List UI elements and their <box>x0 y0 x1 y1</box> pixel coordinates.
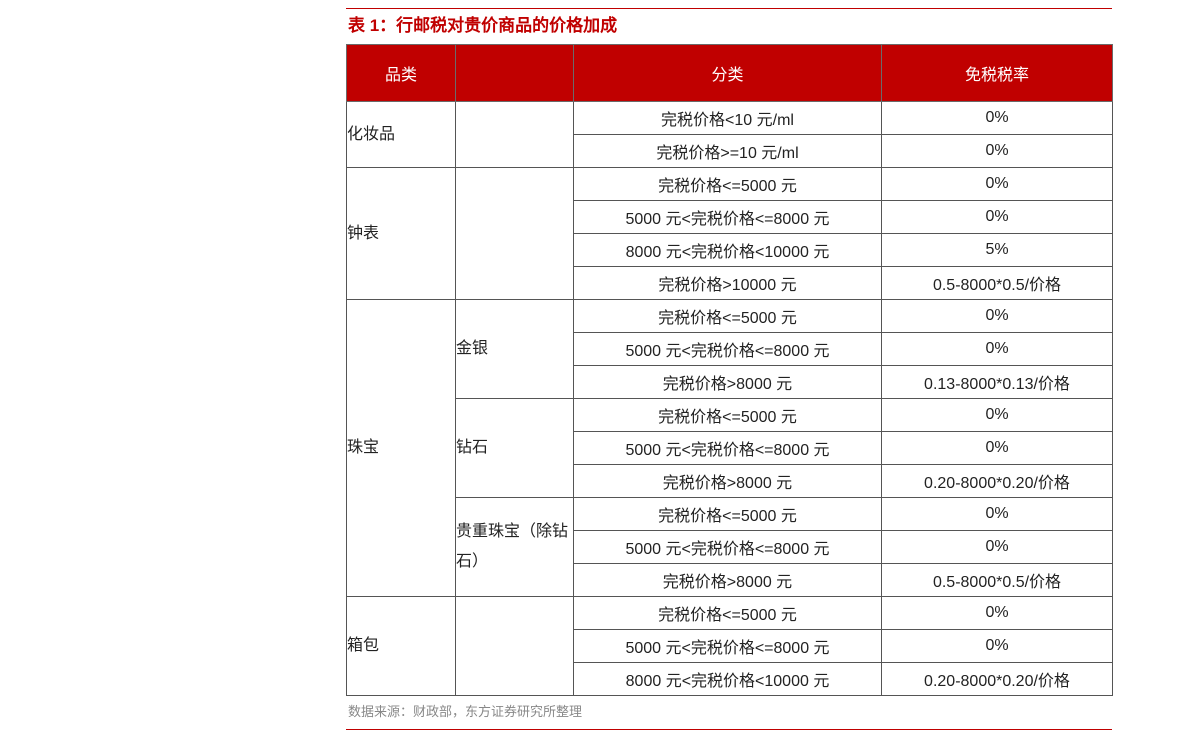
subcategory-cell: 贵重珠宝（除钻石） <box>455 497 574 597</box>
rate-cell: 0% <box>881 530 1113 564</box>
class-cell: 完税价格>8000 元 <box>573 464 882 498</box>
subcategory-cell <box>455 167 574 300</box>
class-cell: 完税价格<=5000 元 <box>573 167 882 201</box>
bottom-rule <box>346 729 1112 730</box>
category-cell: 珠宝 <box>346 299 456 597</box>
class-cell: 完税价格>=10 元/ml <box>573 134 882 168</box>
rate-cell: 0.5-8000*0.5/价格 <box>881 266 1113 300</box>
rate-cell: 0% <box>881 101 1113 135</box>
category-cell: 箱包 <box>346 596 456 696</box>
class-cell: 8000 元<完税价格<10000 元 <box>573 233 882 267</box>
top-rule <box>346 8 1112 9</box>
class-cell: 完税价格<=5000 元 <box>573 497 882 531</box>
class-cell: 5000 元<完税价格<=8000 元 <box>573 332 882 366</box>
class-cell: 完税价格<=5000 元 <box>573 398 882 432</box>
class-cell: 5000 元<完税价格<=8000 元 <box>573 431 882 465</box>
subcategory-cell <box>455 101 574 168</box>
rate-cell: 0.13-8000*0.13/价格 <box>881 365 1113 399</box>
class-cell: 完税价格<10 元/ml <box>573 101 882 135</box>
header-class: 分类 <box>573 44 882 102</box>
header-category: 品类 <box>346 44 456 102</box>
class-cell: 5000 元<完税价格<=8000 元 <box>573 629 882 663</box>
rate-cell: 0.20-8000*0.20/价格 <box>881 662 1113 696</box>
rate-cell: 0% <box>881 497 1113 531</box>
rate-cell: 0% <box>881 629 1113 663</box>
subcategory-cell <box>455 596 574 696</box>
class-cell: 完税价格<=5000 元 <box>573 299 882 333</box>
rate-cell: 0% <box>881 134 1113 168</box>
header-row: 品类 分类 免税税率 <box>346 44 1113 102</box>
rate-cell: 5% <box>881 233 1113 267</box>
rate-cell: 0% <box>881 431 1113 465</box>
rate-cell: 0% <box>881 332 1113 366</box>
rate-cell: 0% <box>881 167 1113 201</box>
class-cell: 完税价格<=5000 元 <box>573 596 882 630</box>
table-title: 表 1：行邮税对贵价商品的价格加成 <box>348 16 618 35</box>
rate-cell: 0% <box>881 398 1113 432</box>
class-cell: 完税价格>10000 元 <box>573 266 882 300</box>
header-blank <box>455 44 574 102</box>
class-cell: 5000 元<完税价格<=8000 元 <box>573 200 882 234</box>
rate-cell: 0% <box>881 596 1113 630</box>
class-cell: 5000 元<完税价格<=8000 元 <box>573 530 882 564</box>
category-cell: 钟表 <box>346 167 456 300</box>
class-cell: 完税价格>8000 元 <box>573 563 882 597</box>
rate-cell: 0% <box>881 200 1113 234</box>
rate-cell: 0.5-8000*0.5/价格 <box>881 563 1113 597</box>
rate-cell: 0.20-8000*0.20/价格 <box>881 464 1113 498</box>
subcategory-cell: 钻石 <box>455 398 574 498</box>
class-cell: 8000 元<完税价格<10000 元 <box>573 662 882 696</box>
rate-cell: 0% <box>881 299 1113 333</box>
category-cell: 化妆品 <box>346 101 456 168</box>
source-note: 数据来源：财政部，东方证券研究所整理 <box>348 704 583 719</box>
header-rate: 免税税率 <box>881 44 1113 102</box>
class-cell: 完税价格>8000 元 <box>573 365 882 399</box>
subcategory-cell: 金银 <box>455 299 574 399</box>
